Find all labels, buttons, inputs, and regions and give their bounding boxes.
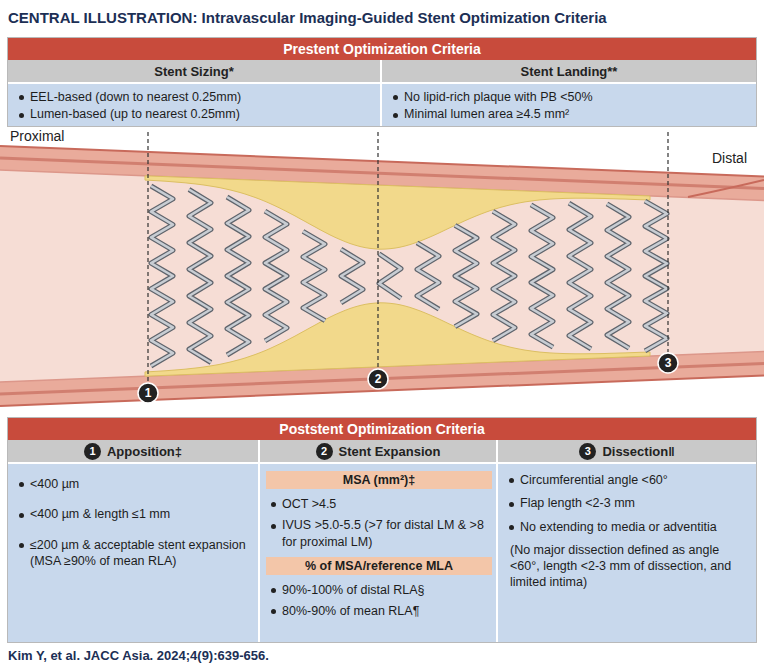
- column-heading-band: 1 Apposition‡: [8, 440, 258, 464]
- bullet-text: 90%-100% of distal RLA§: [270, 582, 488, 598]
- side-branch: [688, 180, 764, 197]
- panel-heading: Prestent Optimization Criteria: [8, 38, 756, 60]
- column-heading-band: Stent Landing**: [382, 60, 756, 84]
- column-body: EEL-based (down to nearest 0.25mm)Lumen-…: [8, 84, 380, 126]
- column-body: MSA (mm²)‡ OCT >4.5IVUS >5.0-5.5 (>7 for …: [260, 464, 496, 642]
- callout-number: 2: [316, 443, 333, 460]
- bullet-text: Lumen-based (up to nearest 0.25mm): [18, 106, 372, 122]
- figure-title: CENTRAL ILLUSTRATION: Intravascular Imag…: [8, 9, 607, 26]
- bullet-text: IVUS >5.0-5.5 (>7 for distal LM & >8 for…: [270, 517, 488, 550]
- criteria-panel: Poststent Optimization Criteria 1 Appositi…: [8, 418, 756, 642]
- vessel-lumen: [0, 170, 764, 382]
- column-heading: Stent Landing**: [521, 64, 618, 79]
- bullet-text: No lipid-rich plaque with PB <50%: [392, 89, 748, 105]
- criteria-column: 1 Apposition‡ <400 µm <400 µm & length ≤1 m…: [8, 440, 258, 642]
- column-heading-band: 3 Dissection‖: [498, 440, 756, 464]
- criteria-column: 3 Dissection‖ Circumferential angle <60° Fl…: [496, 440, 756, 642]
- subheading-band: % of MSA/reference MLA: [266, 557, 492, 575]
- criteria-panel: Prestent Optimization CriteriaStent Sizi…: [8, 38, 756, 126]
- bullet-text: <400 µm & length ≤1 mm: [18, 506, 250, 522]
- bullet-text: No extending to media or adventitia: [508, 519, 748, 535]
- callout-number: 1: [84, 443, 101, 460]
- callout-number: 1: [138, 383, 158, 403]
- bullet-text: 80%-90% of mean RLA¶: [270, 603, 488, 619]
- criteria-column: Stent Sizing* EEL-based (down to nearest …: [8, 60, 380, 126]
- column-heading-band: Stent Sizing*: [8, 60, 380, 84]
- column-heading: Apposition‡: [107, 444, 182, 459]
- bullet-text: EEL-based (down to nearest 0.25mm): [18, 89, 372, 105]
- callout-number: 3: [658, 353, 678, 373]
- plaque: [145, 176, 650, 376]
- media-line: [0, 158, 764, 189]
- column-heading: Stent Expansion: [339, 444, 441, 459]
- callout-circles: [138, 353, 678, 403]
- bullet-text: ≤200 µm & acceptable stent expansion (MS…: [18, 537, 250, 570]
- bullet-text: Minimal lumen area ≥4.5 mm²: [392, 106, 748, 122]
- column-body: No lipid-rich plaque with PB <50%Minimal…: [382, 84, 756, 126]
- media-line: [0, 363, 764, 394]
- bullet-text: Circumferential angle <60°: [508, 472, 748, 488]
- reference-lines: [148, 132, 668, 382]
- end-label: Proximal: [10, 128, 64, 144]
- column-body: Circumferential angle <60° Flap length <2…: [498, 464, 756, 642]
- column-body: <400 µm <400 µm & length ≤1 mm ≤200 µm & a…: [8, 464, 258, 642]
- bullet-text: Flap length <2-3 mm: [508, 495, 748, 511]
- subheading-text: % of MSA/reference MLA: [270, 559, 488, 573]
- end-label: Distal: [712, 150, 747, 166]
- criteria-column: Stent Landing** No lipid-rich plaque with…: [380, 60, 756, 126]
- column-heading-band: 2 Stent Expansion: [260, 440, 496, 464]
- subheading-band: MSA (mm²)‡: [266, 471, 492, 489]
- bullet-text: <400 µm: [18, 476, 250, 492]
- panel-heading: Poststent Optimization Criteria: [8, 418, 756, 440]
- figure-caption: Kim Y, et al. JACC Asia. 2024;4(9):639-6…: [8, 648, 269, 663]
- bullet-text: OCT >4.5: [270, 496, 488, 512]
- stent-struts: [151, 186, 667, 366]
- subheading-text: MSA (mm²)‡: [270, 473, 488, 487]
- callout-number: 2: [368, 369, 388, 389]
- criteria-column: 2 Stent ExpansionMSA (mm²)‡ OCT >4.5IVUS >…: [258, 440, 496, 642]
- callout-number: 3: [579, 443, 596, 460]
- column-heading: Dissection‖: [602, 444, 674, 459]
- column-heading: Stent Sizing*: [154, 64, 233, 79]
- note-text: (No major dissection defined as angle <6…: [508, 542, 748, 591]
